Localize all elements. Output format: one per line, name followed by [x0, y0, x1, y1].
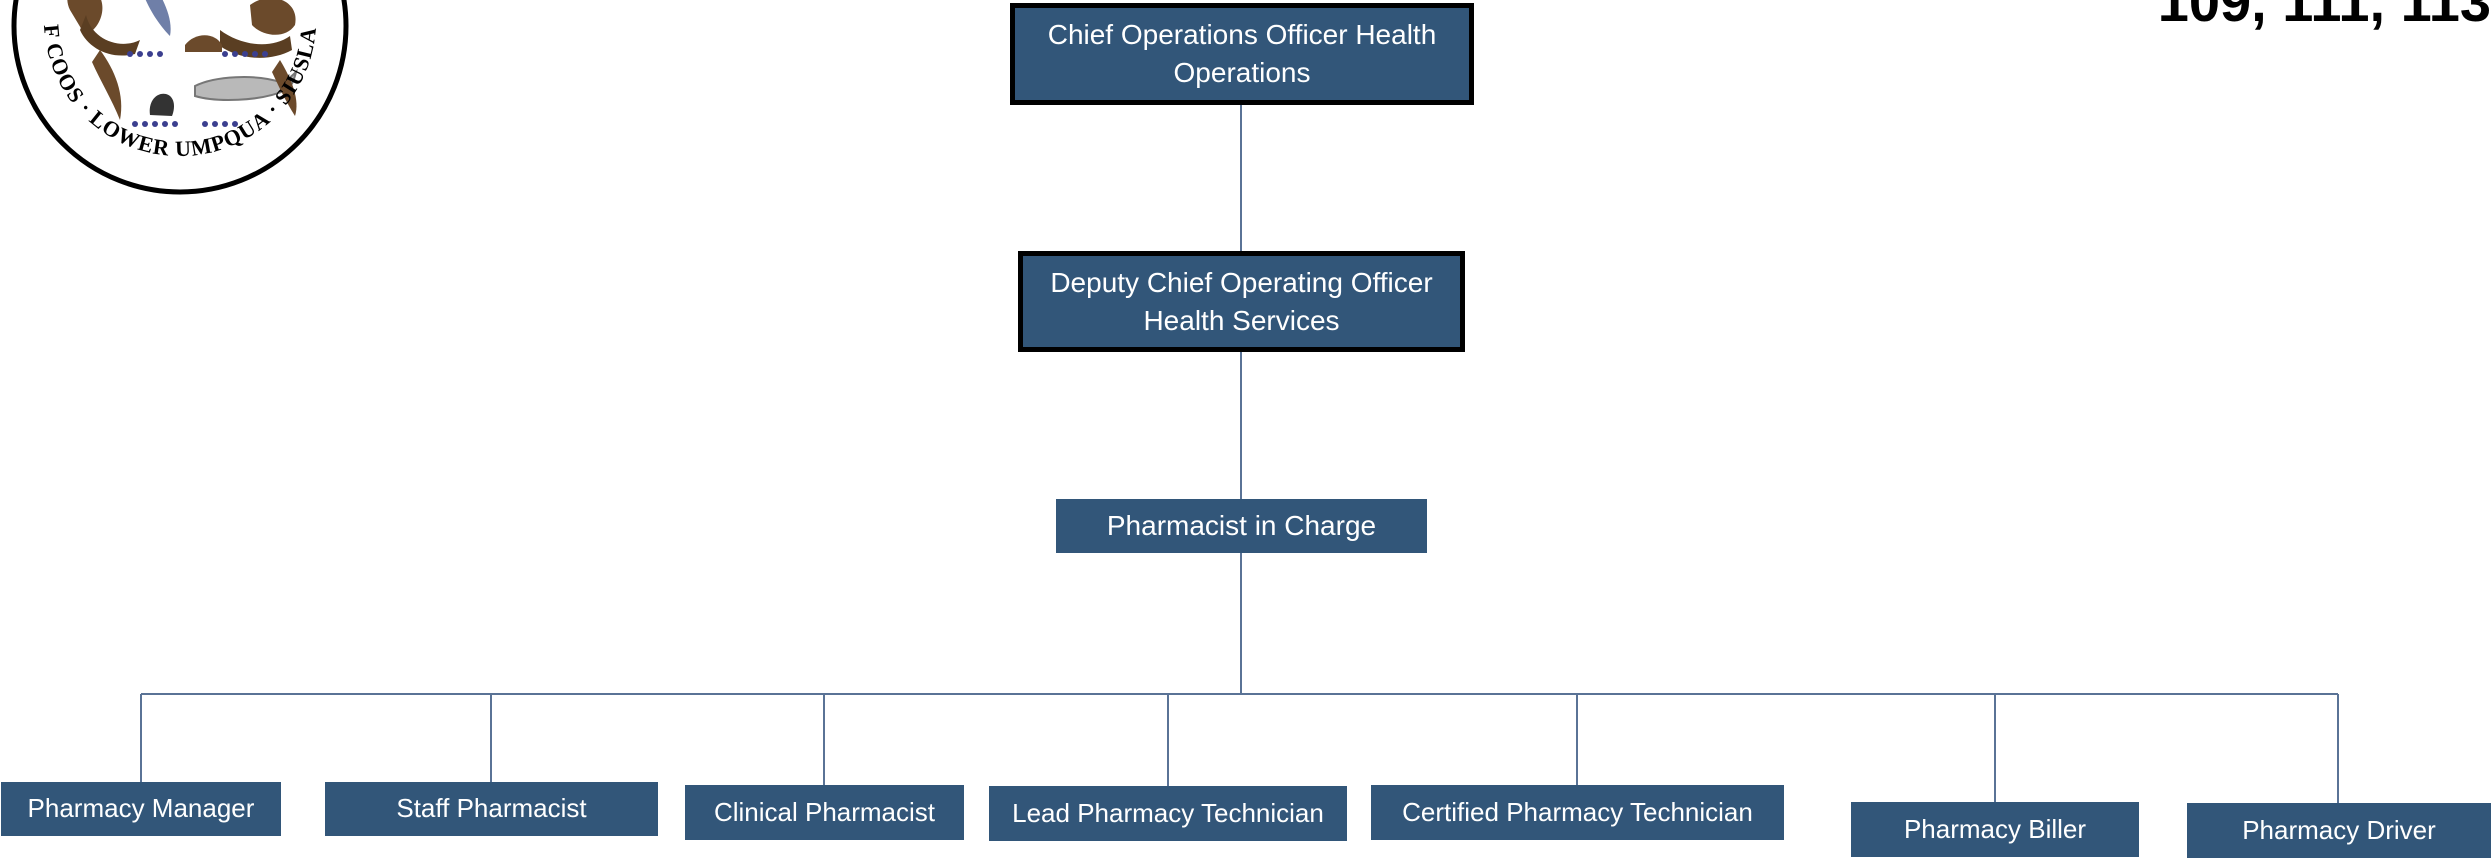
- node-pharmacy-manager-label: Pharmacy Manager: [27, 793, 255, 824]
- page-id-numbers: 109, 111, 113: [2157, 0, 2491, 33]
- node-certified-pharmacy-technician-label: Certified Pharmacy Technician: [1402, 796, 1753, 827]
- node-deputy-chief-operating-officer: Deputy Chief Operating Officer Health Se…: [1018, 251, 1465, 352]
- node-pharmacist-in-charge: Pharmacist in Charge: [1056, 499, 1427, 553]
- node-pharmacy-driver-label: Pharmacy Driver: [2242, 814, 2436, 845]
- node-pharmacy-manager: Pharmacy Manager: [1, 782, 281, 836]
- node-deputy-chief-operating-officer-label: Deputy Chief Operating Officer Health Se…: [1050, 266, 1433, 336]
- node-staff-pharmacist: Staff Pharmacist: [325, 782, 658, 836]
- node-lead-pharmacy-technician-label: Lead Pharmacy Technician: [1012, 797, 1324, 828]
- node-chief-operations-officer-label: Chief Operations Officer Health Operatio…: [1047, 19, 1437, 88]
- node-chief-operations-officer: Chief Operations Officer Health Operatio…: [1010, 3, 1474, 105]
- node-clinical-pharmacist: Clinical Pharmacist: [685, 785, 964, 840]
- node-pharmacy-driver: Pharmacy Driver: [2187, 803, 2491, 858]
- node-lead-pharmacy-technician: Lead Pharmacy Technician: [989, 786, 1347, 841]
- node-certified-pharmacy-technician: Certified Pharmacy Technician: [1371, 785, 1784, 840]
- node-pharmacy-biller-label: Pharmacy Biller: [1903, 813, 2087, 844]
- node-staff-pharmacist-label: Staff Pharmacist: [396, 793, 587, 824]
- tribal-seal-logo: OF COOS · LOWER UMPQUA · SIUSLAW: [0, 0, 349, 195]
- node-pharmacy-biller: Pharmacy Biller: [1851, 802, 2139, 857]
- node-clinical-pharmacist-label: Clinical Pharmacist: [713, 796, 936, 827]
- node-pharmacist-in-charge-label: Pharmacist in Charge: [1106, 510, 1377, 542]
